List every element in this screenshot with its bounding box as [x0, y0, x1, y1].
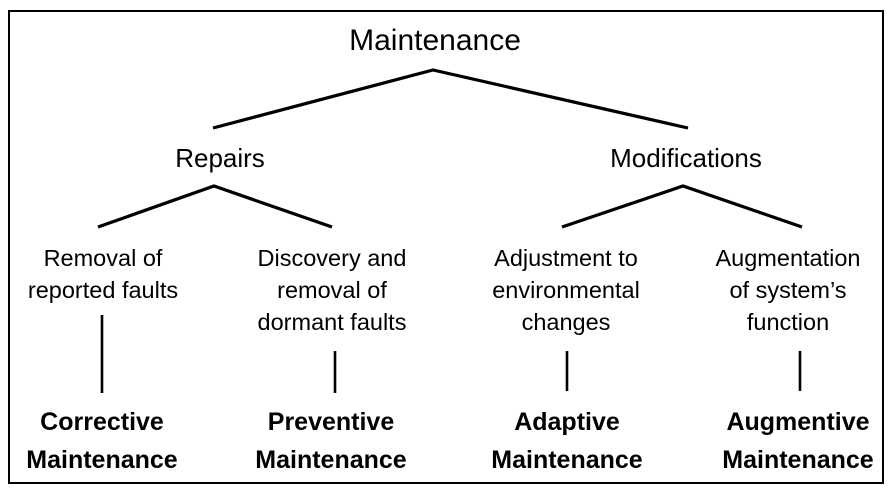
node-modifications: Modifications: [610, 143, 762, 173]
node-augmentation-of-systems-function: Augmentation of system’s function: [715, 245, 861, 335]
node-adjustment-environmental-changes: Adjustment to environmental changes: [492, 245, 640, 335]
root-node-maintenance: Maintenance: [349, 24, 521, 57]
leaf-augmentive-maintenance: Augmentive Maintenance: [722, 408, 874, 474]
branch-repairs-to-children: [97, 184, 333, 229]
branch-maintenance-to-repairs-modifications: [212, 68, 689, 130]
node-discovery-removal-dormant-faults: Discovery and removal of dormant faults: [257, 245, 407, 335]
node-repairs: Repairs: [175, 143, 265, 173]
branch-modifications-to-children: [561, 184, 803, 229]
node-removal-of-reported-faults: Removal of reported faults: [27, 245, 179, 303]
diagram-border: [8, 10, 884, 484]
leaf-corrective-maintenance: Corrective Maintenance: [26, 408, 178, 474]
leaf-adaptive-maintenance: Adaptive Maintenance: [491, 408, 643, 474]
leaf-preventive-maintenance: Preventive Maintenance: [255, 408, 407, 474]
